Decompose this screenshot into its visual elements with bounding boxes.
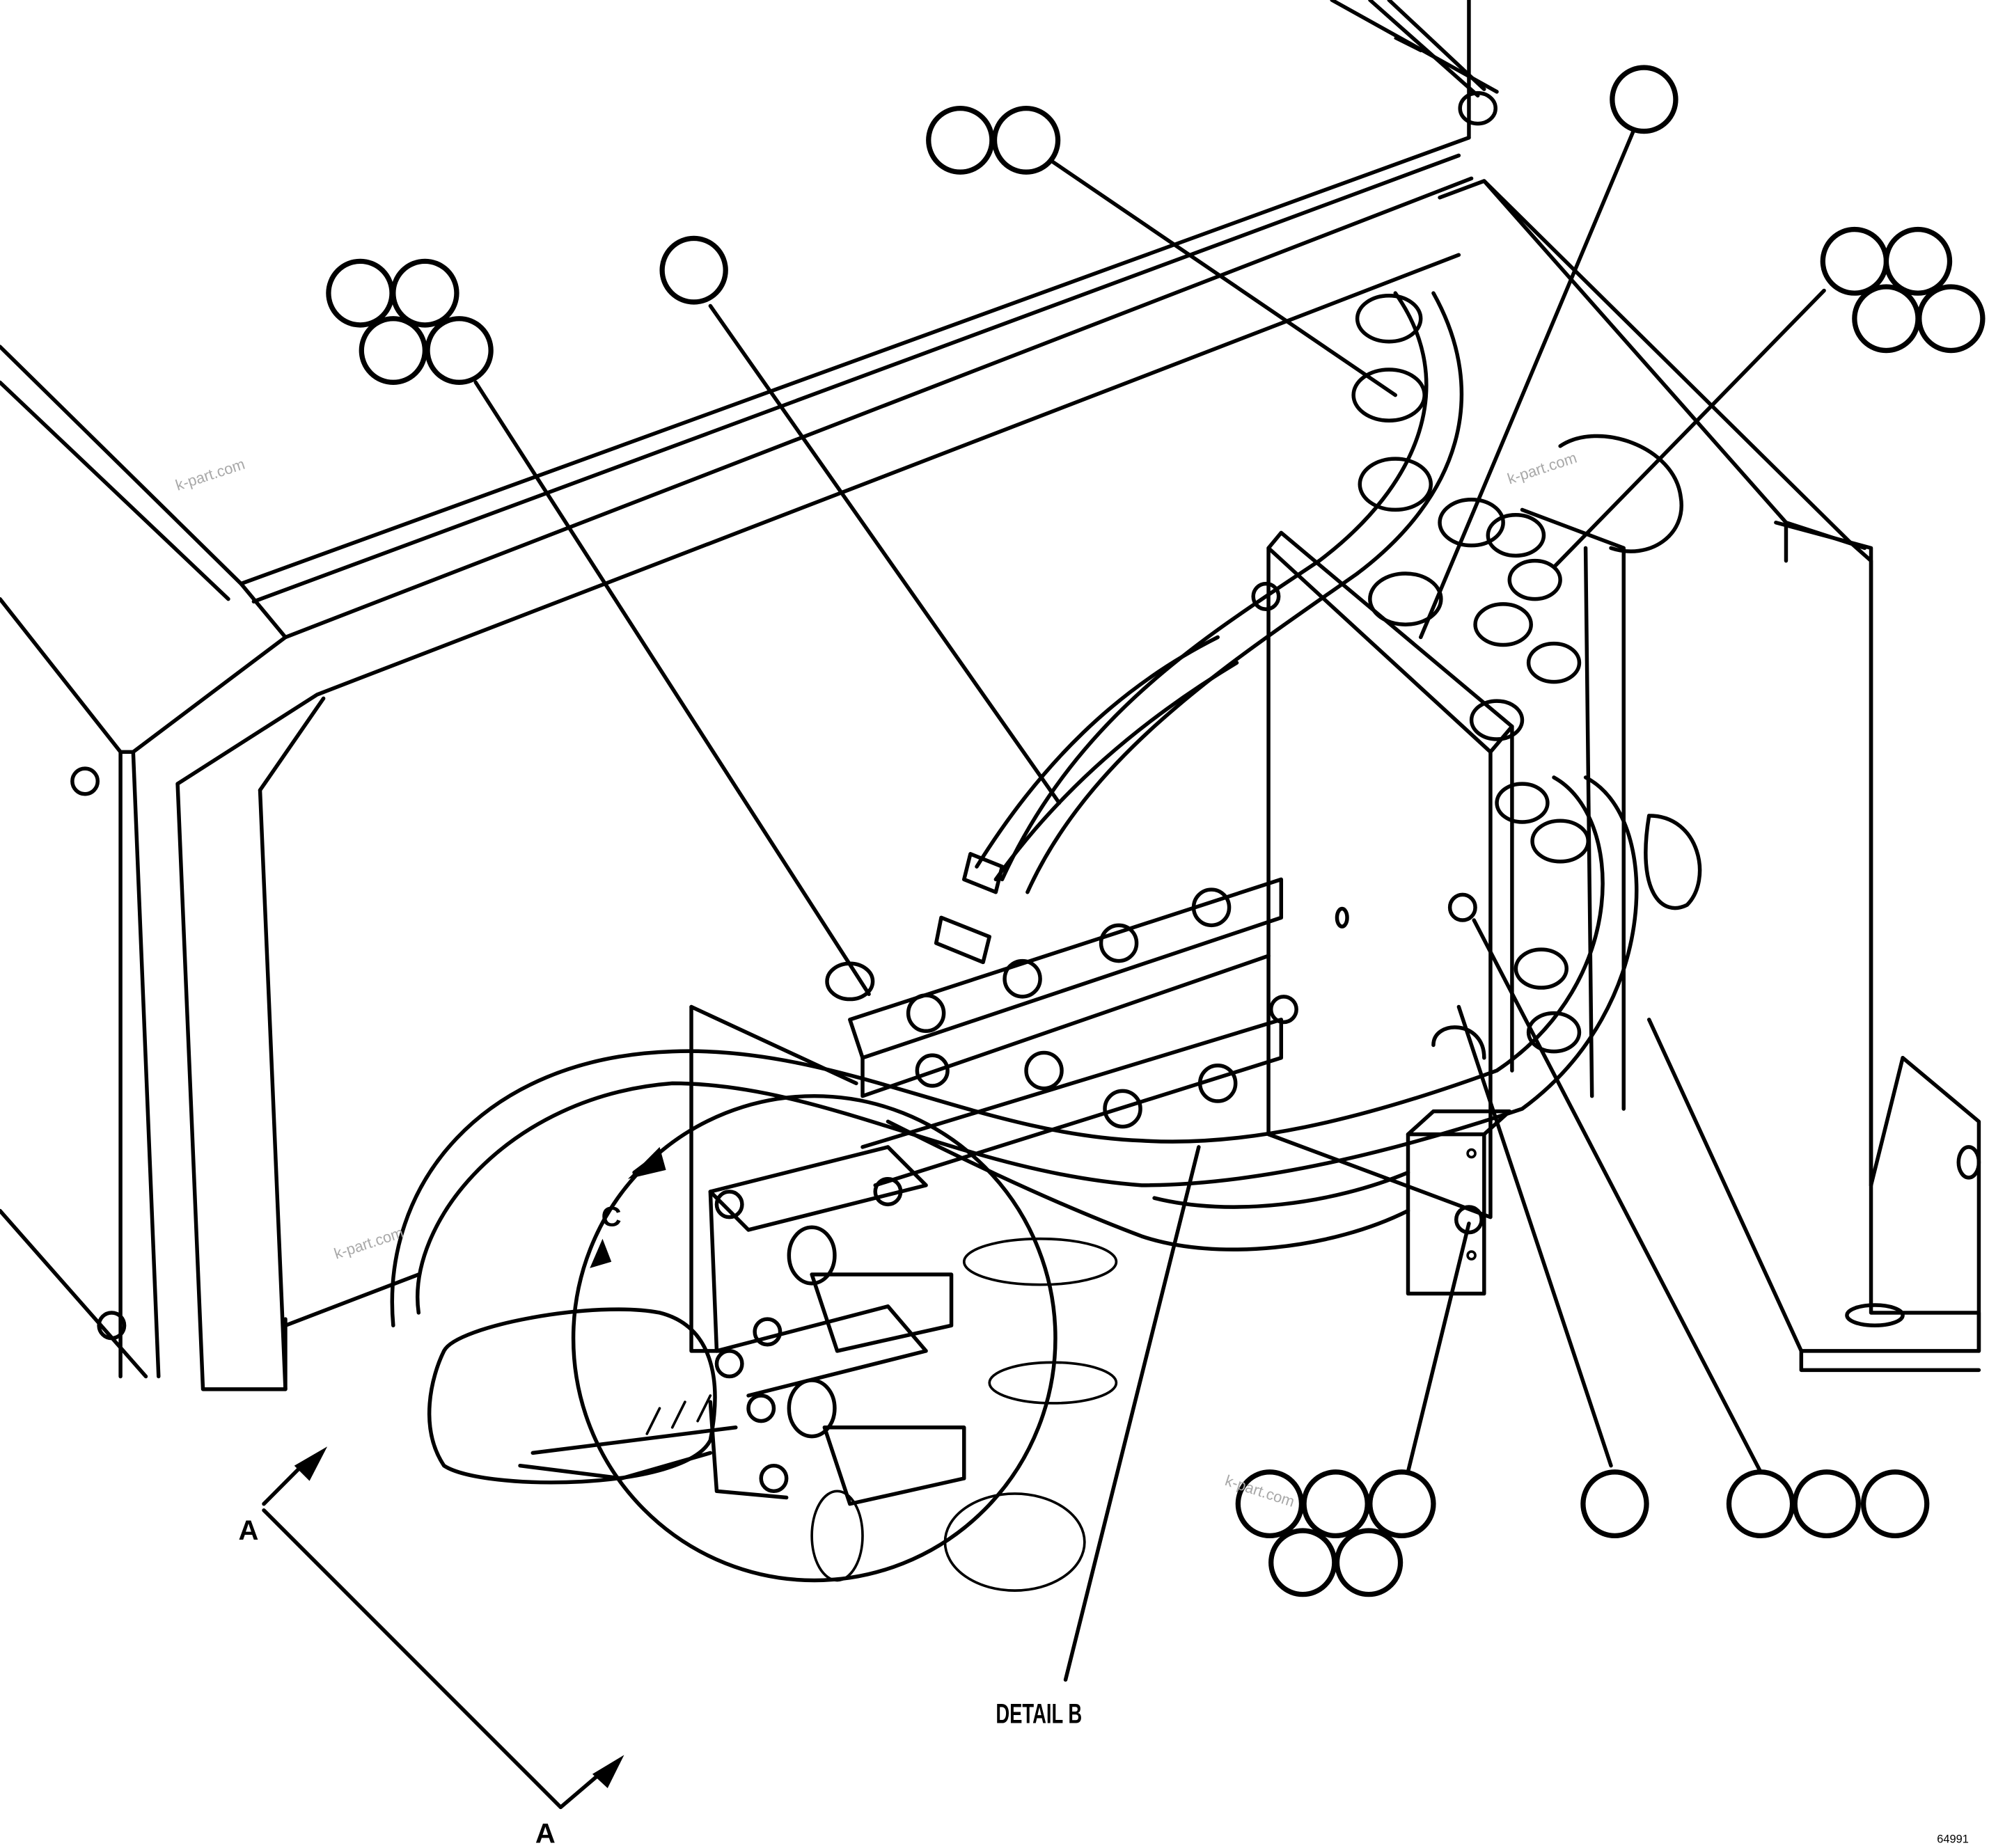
detail-c-label: C	[602, 1201, 622, 1232]
watermark: k-part.com	[1505, 449, 1579, 488]
drawing-number: 64991	[1937, 1833, 1969, 1846]
section-a-label-top: A	[239, 1515, 259, 1546]
valve-mounting-plate	[1251, 530, 1514, 1219]
callout-bubble	[1610, 65, 1679, 134]
callout-bubble	[359, 316, 428, 385]
callout-bubble	[425, 316, 494, 385]
callout-single-left	[659, 235, 728, 305]
manifold-assembly	[689, 877, 1284, 1353]
callout-bubble	[1820, 226, 1889, 296]
watermark: k-part.com	[173, 455, 247, 494]
callout-single-bottom	[1580, 1469, 1649, 1539]
enclosure-housing	[0, 0, 1873, 1391]
callout-bubble	[326, 258, 395, 328]
pump-housing	[427, 1307, 738, 1485]
callout-bubble	[991, 105, 1061, 175]
section-a-indicator	[262, 1446, 624, 1810]
callout-bubble	[1852, 284, 1921, 354]
callout-bubble	[1792, 1469, 1861, 1539]
valve-block	[708, 1145, 1118, 1592]
callout-bubble	[659, 235, 728, 305]
section-a-label-bottom: A	[535, 1818, 556, 1848]
callout-single-top-right	[1610, 65, 1679, 134]
hydraulic-hoses	[390, 291, 1639, 1328]
callout-bubble	[1726, 1469, 1795, 1539]
callout-group-2-top	[926, 105, 1061, 175]
callout-group-3-bottom-right	[1726, 1469, 1930, 1539]
mounting-bracket	[1646, 520, 1981, 1373]
callout-group-4-right	[1820, 226, 1986, 354]
callout-bubble	[1883, 226, 1953, 296]
callout-bubble	[1367, 1469, 1436, 1539]
callout-bubble	[1860, 1469, 1930, 1539]
callout-bubble	[1917, 284, 1986, 354]
callout-group-5-bottom	[1235, 1469, 1436, 1597]
callout-bubble	[1334, 1528, 1404, 1597]
leader-lines	[473, 128, 1826, 1682]
callout-group-4-left	[326, 258, 494, 385]
detail-b-label: DETAIL B	[996, 1698, 1082, 1729]
callout-bubble	[1301, 1469, 1370, 1539]
detail-c-circle	[571, 1093, 1058, 1583]
callout-bubble	[1580, 1469, 1649, 1539]
callout-bubble	[1268, 1528, 1337, 1597]
callout-bubble	[926, 105, 995, 175]
fitting-cluster	[1351, 294, 1702, 1111]
callout-bubble	[391, 258, 459, 328]
